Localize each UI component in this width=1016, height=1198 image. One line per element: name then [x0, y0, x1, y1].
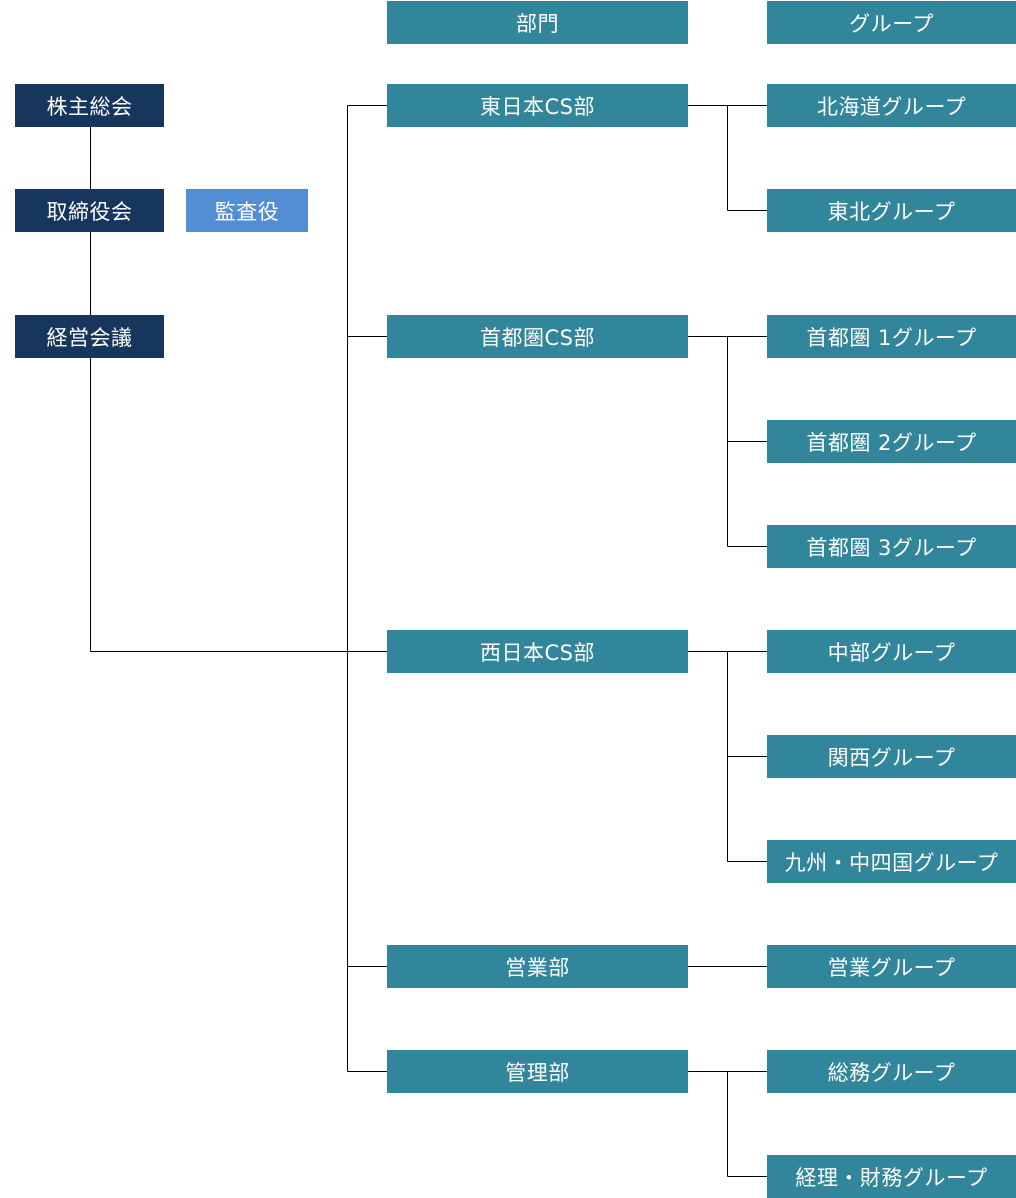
management-meeting-box: 経営会議 [15, 315, 164, 358]
department-column-header: 部門 [387, 1, 688, 44]
group-capital-area-3: 首都圏 3グループ [767, 525, 1016, 568]
group-tohoku: 東北グループ [767, 189, 1016, 232]
auditor-box: 監査役 [186, 189, 308, 232]
group-capital-area-1: 首都圏 1グループ [767, 315, 1016, 358]
group-accounting-finance: 経理・財務グループ [767, 1155, 1016, 1198]
department-sales: 営業部 [387, 945, 688, 988]
department-west-japan-cs: 西日本CS部 [387, 630, 688, 673]
department-east-japan-cs: 東日本CS部 [387, 84, 688, 127]
shareholders-meeting-box: 株主総会 [15, 84, 164, 127]
group-kyushu-chushikoku: 九州・中四国グループ [767, 840, 1016, 883]
group-hokkaido: 北海道グループ [767, 84, 1016, 127]
group-general-affairs: 総務グループ [767, 1050, 1016, 1093]
group-kansai: 関西グループ [767, 735, 1016, 778]
department-administration: 管理部 [387, 1050, 688, 1093]
group-sales: 営業グループ [767, 945, 1016, 988]
board-of-directors-box: 取締役会 [15, 189, 164, 232]
group-capital-area-2: 首都圏 2グループ [767, 420, 1016, 463]
group-chubu: 中部グループ [767, 630, 1016, 673]
department-capital-area-cs: 首都圏CS部 [387, 315, 688, 358]
group-column-header: グループ [767, 1, 1016, 44]
